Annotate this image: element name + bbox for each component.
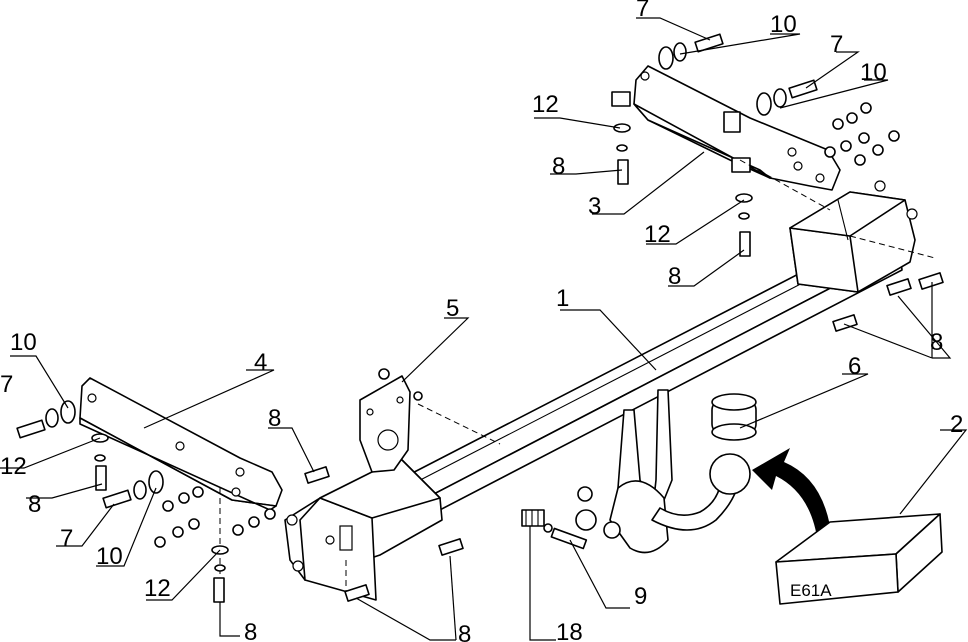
callout-8-upper: 8 xyxy=(552,153,565,180)
left-bracket-part-4 xyxy=(79,377,283,600)
callout-5: 5 xyxy=(446,295,459,322)
callout-7-right: 7 xyxy=(830,31,843,58)
fastener-hardware xyxy=(16,33,944,603)
callout-10-right: 10 xyxy=(860,59,887,86)
callout-1: 1 xyxy=(556,285,569,312)
callout-7-left: 7 xyxy=(0,371,13,398)
callout-9: 9 xyxy=(634,583,647,610)
curved-direction-arrow xyxy=(752,448,832,544)
left-side-bracket xyxy=(284,457,443,601)
right-side-bracket xyxy=(789,180,936,293)
callout-18: 18 xyxy=(556,619,583,642)
callout-3: 3 xyxy=(588,193,601,220)
callout-8-bottom-left: 8 xyxy=(244,619,257,642)
callout-8-right: 8 xyxy=(930,329,943,356)
electrical-kit-box: E61A xyxy=(775,513,943,605)
leader-lines xyxy=(0,17,968,641)
callout-8-bottom-center: 8 xyxy=(458,621,471,642)
callout-4: 4 xyxy=(254,349,267,376)
callout-8-center-left: 8 xyxy=(268,405,281,432)
callout-12-mid-right: 12 xyxy=(644,221,671,248)
socket-plate-part-5 xyxy=(359,368,501,473)
callout-12-left: 12 xyxy=(0,453,27,480)
callout-10-top: 10 xyxy=(770,11,797,38)
callout-7-top: 7 xyxy=(636,0,649,22)
callout-10-left: 10 xyxy=(10,329,37,356)
box-label: E61A xyxy=(790,581,832,600)
callout-7-lower-left: 7 xyxy=(60,525,73,552)
callout-6: 6 xyxy=(848,353,861,380)
callout-12-bottom-left: 12 xyxy=(144,575,171,602)
callout-8-left: 8 xyxy=(28,491,41,518)
callout-8-mid-right: 8 xyxy=(668,263,681,290)
callout-12-top: 12 xyxy=(532,91,559,118)
upper-bracket-part-3 xyxy=(611,65,841,211)
main-cross-beam xyxy=(359,231,903,541)
callout-10-lower-left: 10 xyxy=(96,543,123,570)
callout-2: 2 xyxy=(950,411,963,438)
tow-ball-assembly xyxy=(575,389,757,554)
